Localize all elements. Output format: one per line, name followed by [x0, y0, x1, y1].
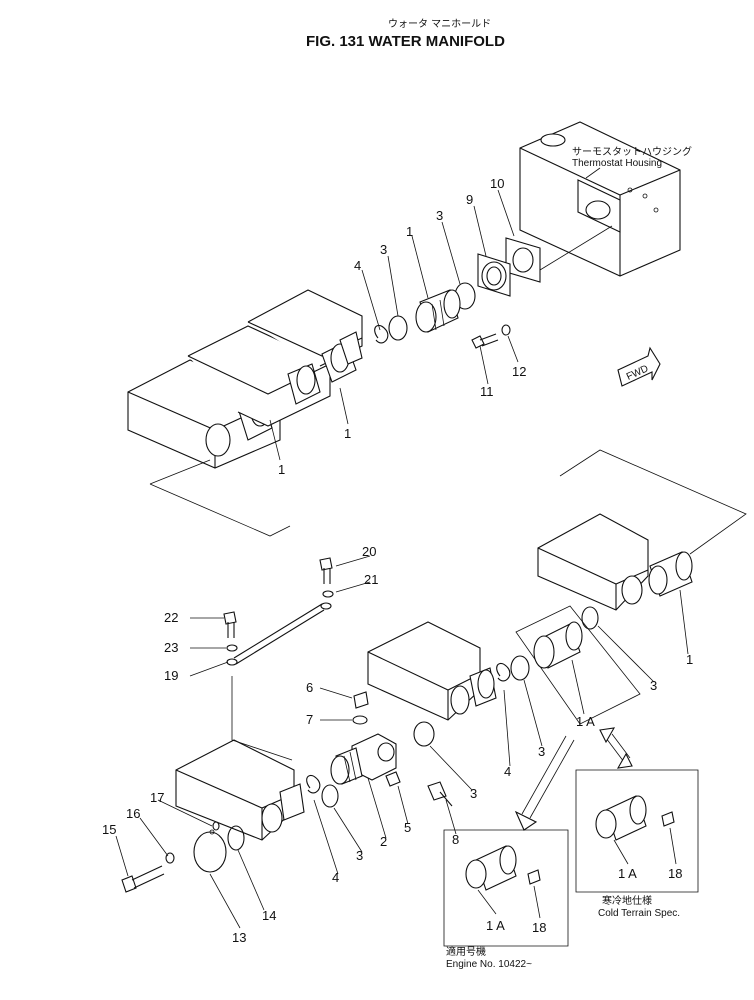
strap-19: [226, 602, 332, 666]
o-ring: [388, 315, 408, 341]
title-japanese: ウォータ マニホールド: [388, 18, 491, 30]
washer-12: [501, 324, 511, 336]
manifold-block-lower-middle: [367, 621, 497, 721]
bolt-20: [319, 557, 333, 584]
cold-terrain-label: Cold Terrain Spec.: [598, 908, 680, 919]
clip: [496, 662, 511, 682]
tee-fitting-2: [330, 733, 397, 785]
engine-variant-box: [443, 829, 569, 947]
callout-1: 1: [686, 652, 693, 667]
connector-pipe-engine-variant: [465, 845, 541, 891]
callout-6: 6: [306, 680, 313, 695]
plug-5: [385, 771, 401, 787]
callout-1: 1: [344, 426, 351, 441]
callout-11: 11: [480, 384, 494, 399]
callout-13: 13: [232, 930, 246, 945]
callout-1a: 1 A: [576, 714, 595, 729]
o-ring: [413, 721, 435, 747]
manifold-block-lower-left: [175, 739, 305, 841]
o-ring: [510, 655, 530, 681]
callout-22: 22: [164, 610, 178, 625]
page-title: FIG. 131 WATER MANIFOLD: [306, 33, 505, 50]
callout-18: 18: [668, 866, 682, 881]
callout-3: 3: [356, 848, 363, 863]
bolt-15: [121, 865, 165, 893]
manifold-block-upper-3: [247, 289, 363, 383]
clip: [306, 774, 321, 794]
callout-3: 3: [470, 786, 477, 801]
clip: [374, 324, 389, 344]
callout-12: 12: [512, 364, 526, 379]
callout-3: 3: [650, 678, 657, 693]
callout-3: 3: [380, 242, 387, 257]
callout-9: 9: [466, 192, 473, 207]
manifold-block-upper-2: [187, 325, 331, 427]
fwd-arrow-icon: [617, 346, 661, 387]
o-ring: [321, 784, 339, 808]
callout-18: 18: [532, 920, 546, 935]
callout-23: 23: [164, 640, 178, 655]
plug-6: [353, 691, 369, 709]
engine-label-jp: 適用号機: [446, 945, 486, 958]
callout-1: 1: [278, 462, 285, 477]
gasket-10: [505, 237, 541, 283]
callout-3: 3: [538, 744, 545, 759]
cold-variant-box: [575, 769, 699, 893]
thermostat-label-jp: サーモスタットハウジング: [572, 145, 692, 158]
washer-7: [352, 715, 368, 725]
connector-pipe: [415, 289, 461, 333]
callout-19: 19: [164, 668, 178, 683]
thermostat-housing: [519, 121, 681, 277]
sensor-8: [427, 781, 453, 807]
connector-pipe-cold-variant: [595, 795, 675, 841]
callout-20: 20: [362, 544, 376, 559]
callout-3: 3: [436, 208, 443, 223]
o-ring-14: [227, 825, 245, 851]
callout-4: 4: [504, 764, 511, 779]
callout-10: 10: [490, 176, 504, 191]
callout-2: 2: [380, 834, 387, 849]
cover-plate-13: [193, 829, 227, 873]
callout-5: 5: [404, 820, 411, 835]
connector-pipe-1a: [533, 621, 583, 669]
callout-14: 14: [262, 908, 276, 923]
callout-1: 1: [406, 224, 413, 239]
washer-21: [322, 590, 334, 598]
callout-17: 17: [150, 790, 164, 805]
callout-7: 7: [306, 712, 313, 727]
manifold-block-lower-right: [537, 513, 693, 611]
washer-16: [165, 852, 175, 864]
connector-9: [477, 253, 511, 297]
callout-15: 15: [102, 822, 116, 837]
bolt-22: [223, 611, 237, 638]
leader-lines: [115, 189, 689, 929]
callout-4: 4: [332, 870, 339, 885]
o-ring: [581, 606, 599, 630]
callout-16: 16: [126, 806, 140, 821]
callout-4: 4: [354, 258, 361, 273]
engine-number-label: Engine No. 10422~: [446, 959, 532, 970]
callout-8: 8: [452, 832, 459, 847]
callout-1a: 1 A: [486, 918, 505, 933]
callout-1a: 1 A: [618, 866, 637, 881]
thermostat-label: Thermostat Housing: [572, 158, 662, 169]
callout-21: 21: [364, 572, 378, 587]
cold-label-jp: 寒冷地仕様: [602, 894, 652, 907]
cold-arrow-icon: [599, 727, 633, 769]
group-outline-1a: [515, 605, 641, 725]
bolt-11: [471, 333, 499, 349]
engine-arrow-icon: [514, 735, 575, 831]
washer-17: [212, 821, 220, 831]
washer-23: [226, 644, 238, 652]
